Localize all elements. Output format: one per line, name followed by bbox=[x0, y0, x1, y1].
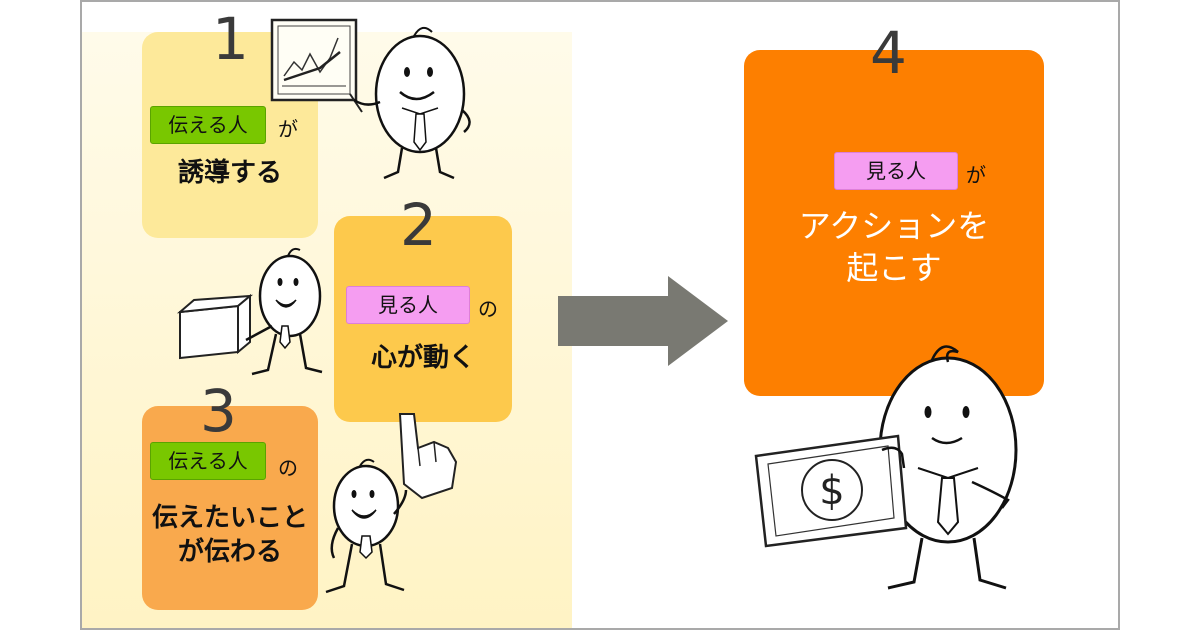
step-2-caption: 心が動く bbox=[370, 343, 475, 373]
step-2-number: 2 bbox=[400, 191, 437, 259]
step-3-caption-line1: 伝えたいこと bbox=[151, 503, 308, 533]
step-3-caption-line2: が伝わる bbox=[177, 537, 282, 567]
step-3-tag: 伝える人 bbox=[150, 442, 266, 480]
money-character: $ bbox=[752, 332, 1052, 612]
chart-board-icon bbox=[272, 20, 362, 112]
pointing-hand-icon bbox=[400, 414, 456, 498]
step-4-caption-line2: 起こす bbox=[846, 249, 942, 287]
step-4-box bbox=[744, 50, 1044, 396]
box-icon bbox=[180, 296, 250, 358]
step-1-caption: 誘導する bbox=[177, 158, 282, 188]
step-1-particle: が bbox=[278, 117, 298, 141]
step-1-number: 1 bbox=[212, 5, 249, 73]
diagram-frame: 1 伝える人 が 誘導する 2 見る人 の 心が動く bbox=[80, 0, 1120, 630]
arrow-right-icon bbox=[558, 276, 728, 366]
box-carrier-character bbox=[172, 234, 342, 394]
step-2-tag: 見る人 bbox=[346, 286, 470, 324]
pointing-character bbox=[314, 410, 474, 610]
step-4-tag: 見る人 bbox=[834, 152, 958, 190]
step-3-number: 3 bbox=[200, 377, 237, 445]
step-3-particle: の bbox=[278, 456, 298, 480]
step-2-particle: の bbox=[478, 297, 498, 321]
step-1-tag: 伝える人 bbox=[150, 106, 266, 144]
presenter-character bbox=[262, 14, 502, 194]
dollar-symbol: $ bbox=[819, 468, 844, 514]
step-4-particle: が bbox=[966, 163, 986, 187]
step-4-caption-line1: アクションを bbox=[798, 207, 990, 245]
dollar-bill-icon: $ bbox=[756, 436, 906, 546]
step-3-box bbox=[142, 406, 318, 610]
step-4-number: 4 bbox=[870, 19, 907, 87]
